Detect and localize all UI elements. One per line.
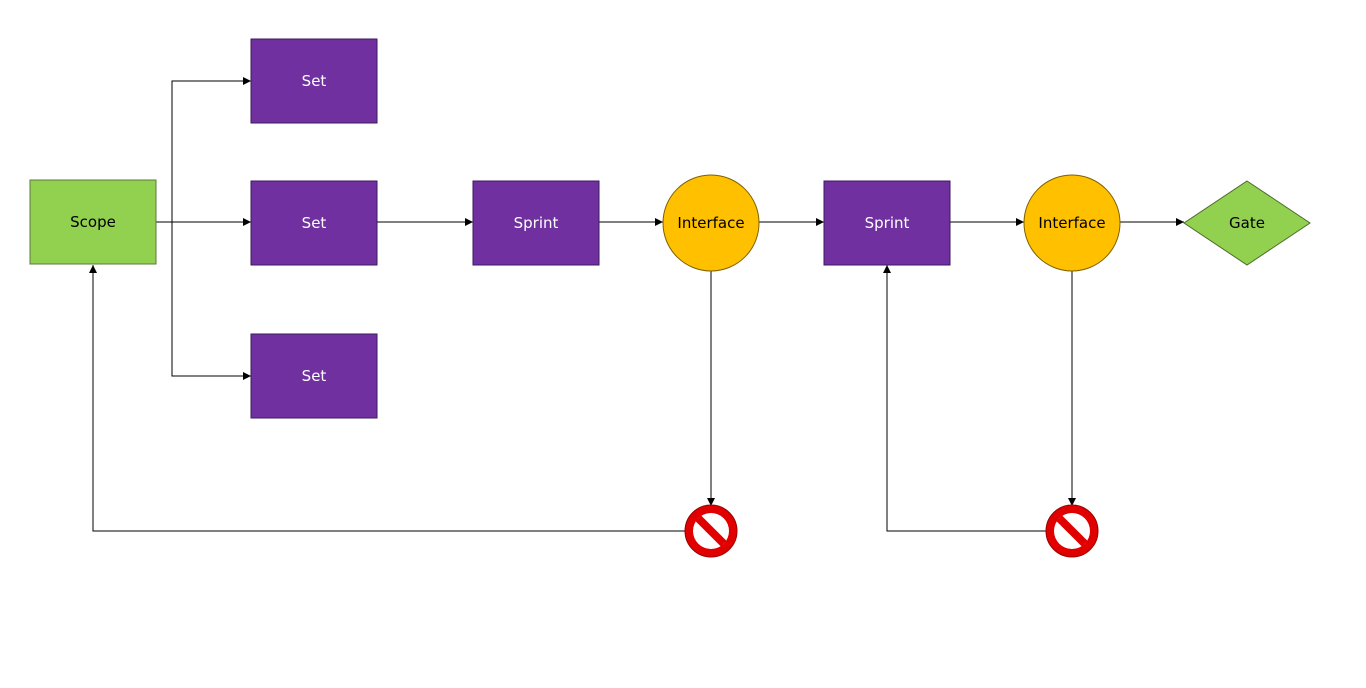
- node-interface-2[interactable]: Interface: [1023, 174, 1121, 272]
- connectors: [89, 77, 1184, 532]
- connector-stop-2-to-sprint-2: [883, 265, 1046, 532]
- node-set-middle-label: Set: [302, 214, 327, 232]
- node-sprint-2-shape: [823, 180, 951, 266]
- node-sprint-2-label: Sprint: [865, 214, 910, 232]
- node-interface-2-shape: [1023, 174, 1121, 272]
- node-set-bottom[interactable]: Set: [250, 333, 378, 419]
- node-set-top-label: Set: [302, 72, 327, 90]
- node-sprint-1[interactable]: Sprint: [472, 180, 600, 266]
- node-stop-1[interactable]: [684, 504, 738, 558]
- no-entry-icon: [684, 504, 738, 558]
- connector-scope-to-set-top: [156, 77, 251, 223]
- node-sprint-1-shape: [472, 180, 600, 266]
- node-interface-2-label: Interface: [1038, 214, 1105, 232]
- no-entry-icon: [1045, 504, 1099, 558]
- node-set-middle[interactable]: Set: [250, 180, 378, 266]
- node-set-middle-shape: [250, 180, 378, 266]
- node-scope-label: Scope: [70, 213, 116, 231]
- node-set-top[interactable]: Set: [250, 38, 378, 124]
- node-scope[interactable]: Scope: [29, 179, 157, 265]
- node-gate[interactable]: Gate: [1183, 180, 1311, 266]
- node-stop-2[interactable]: [1045, 504, 1099, 558]
- node-gate-shape: [1183, 180, 1311, 266]
- node-set-bottom-label: Set: [302, 367, 327, 385]
- node-scope-shape: [29, 179, 157, 265]
- connector-scope-to-set-bottom: [156, 221, 251, 380]
- node-sprint-2[interactable]: Sprint: [823, 180, 951, 266]
- connector-stop-1-to-scope: [89, 265, 685, 532]
- node-set-top-shape: [250, 38, 378, 124]
- node-sprint-1-label: Sprint: [514, 214, 559, 232]
- node-interface-1-label: Interface: [677, 214, 744, 232]
- node-gate-label: Gate: [1229, 214, 1265, 232]
- node-set-bottom-shape: [250, 333, 378, 419]
- node-interface-1[interactable]: Interface: [662, 174, 760, 272]
- node-interface-1-shape: [662, 174, 760, 272]
